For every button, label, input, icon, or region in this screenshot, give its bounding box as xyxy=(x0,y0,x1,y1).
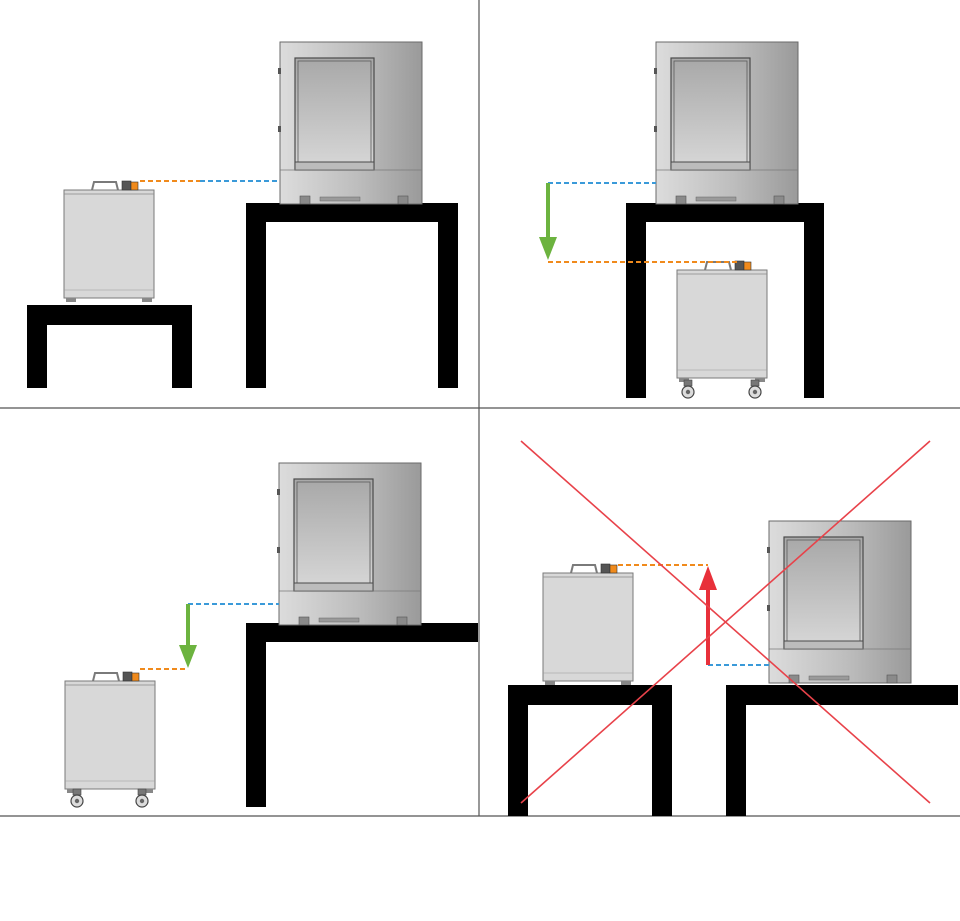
instrument-unit xyxy=(766,520,912,684)
caster xyxy=(681,379,695,399)
arrow-down-icon xyxy=(539,237,557,260)
table-large xyxy=(626,203,824,398)
instrument-unit xyxy=(653,41,799,205)
table-small xyxy=(27,305,192,388)
instrument-unit xyxy=(276,462,422,626)
panel-4 xyxy=(508,440,958,816)
arrow-down-icon xyxy=(179,645,197,668)
table-large xyxy=(246,623,478,807)
panel-3 xyxy=(64,462,478,808)
table-small xyxy=(508,685,672,816)
arrow-up-icon xyxy=(699,566,717,590)
cross-mark-line-2 xyxy=(520,440,931,804)
table-large xyxy=(246,203,458,388)
table-large xyxy=(726,685,958,816)
instrument-unit xyxy=(277,41,423,205)
chiller-unit xyxy=(676,260,768,383)
panel-2 xyxy=(539,41,824,399)
caster xyxy=(70,788,84,808)
panel-1 xyxy=(27,41,458,388)
caster xyxy=(748,379,762,399)
chiller-unit xyxy=(64,671,156,794)
chiller-unit xyxy=(542,563,634,686)
chiller-unit xyxy=(63,180,155,303)
caster xyxy=(135,788,149,808)
